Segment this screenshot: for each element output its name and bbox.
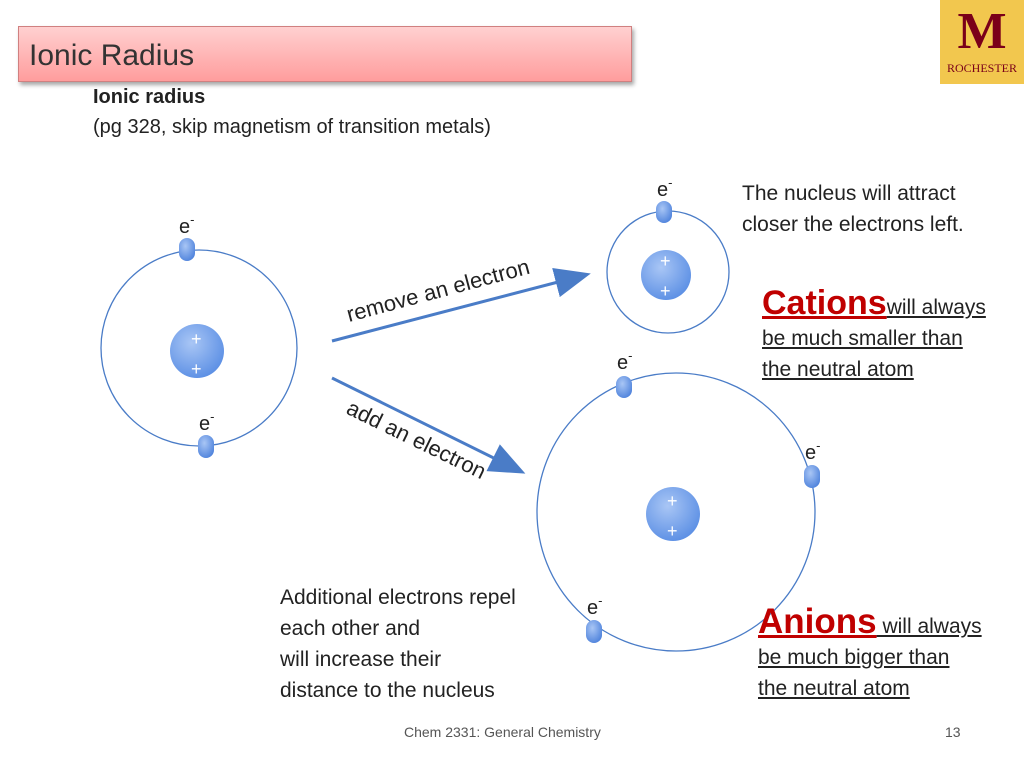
cations-note: Cationswill always be much smaller than … <box>762 286 986 385</box>
electron-dot <box>656 201 672 223</box>
repel-note-line: distance to the nucleus <box>280 679 495 702</box>
slide-footer: Chem 2331: General Chemistry <box>404 724 601 740</box>
university-logo: M ROCHESTER <box>940 0 1024 84</box>
neutral-atom: + + e- e- <box>100 212 298 458</box>
arrow-remove-label: remove an electron <box>344 254 532 327</box>
electron-dot <box>616 376 632 398</box>
electron-label: e- <box>587 593 602 619</box>
anions-text: be much bigger than <box>758 646 950 669</box>
anions-term: Anions <box>758 602 877 641</box>
nucleus-plus: + <box>667 491 678 511</box>
nucleus-plus: + <box>667 521 678 541</box>
cation-nucleus <box>641 250 691 300</box>
electron-dot <box>198 435 214 458</box>
neutral-nucleus <box>170 324 224 378</box>
attract-note-line: closer the electrons left. <box>742 213 964 236</box>
page-number: 13 <box>945 724 961 740</box>
arrow-add-label: add an electron <box>343 395 490 484</box>
nucleus-plus: + <box>191 329 202 349</box>
anion-atom: + + e- e- e- <box>536 348 820 652</box>
repel-note: Additional electrons repel each other an… <box>280 582 516 706</box>
cations-text: will always <box>886 296 986 319</box>
anion-orbit <box>536 372 816 652</box>
page-note: (pg 328, skip magnetism of transition me… <box>93 116 491 138</box>
anions-text: will always <box>876 615 982 638</box>
anions-text: the neutral atom <box>758 677 910 700</box>
attract-note: The nucleus will attract closer the elec… <box>742 178 964 240</box>
anion-nucleus <box>646 487 700 541</box>
cations-text: be much smaller than <box>762 327 963 350</box>
repel-note-line: each other and <box>280 617 421 640</box>
arrow-remove <box>331 268 591 343</box>
anions-note: Anions will always be much bigger than t… <box>758 604 982 704</box>
logo-mark: M <box>957 3 1007 60</box>
electron-label: e- <box>617 348 632 374</box>
subheading: Ionic radius <box>93 86 206 108</box>
attract-note-line: The nucleus will attract <box>742 182 956 205</box>
electron-dot <box>586 620 602 643</box>
logo-text: ROCHESTER <box>946 61 1017 75</box>
electron-label: e- <box>179 212 194 238</box>
electron-label: e- <box>805 438 820 464</box>
cations-term: Cations <box>762 284 887 322</box>
electron-label: e- <box>199 409 214 435</box>
repel-note-line: will increase their <box>280 648 442 671</box>
repel-note-line: Additional electrons repel <box>280 586 516 609</box>
nucleus-plus: + <box>191 359 202 379</box>
title-bar: Ionic Radius <box>18 26 632 82</box>
arrow-add <box>331 376 526 474</box>
nucleus-plus: + <box>660 281 671 301</box>
nucleus-plus: + <box>660 251 671 271</box>
slide-title: Ionic Radius <box>29 39 195 72</box>
electron-dot <box>804 465 820 488</box>
electron-dot <box>179 238 195 261</box>
electron-label: e- <box>657 175 672 201</box>
cation-atom: + + e- <box>606 175 730 334</box>
cations-text: the neutral atom <box>762 358 914 381</box>
